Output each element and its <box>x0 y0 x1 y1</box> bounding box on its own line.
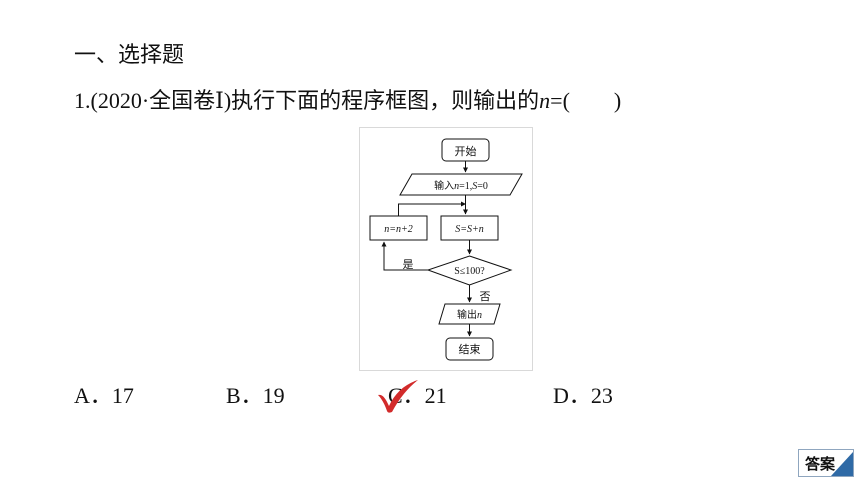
no-label: 否 <box>480 291 491 303</box>
option-a[interactable]: A．17 <box>74 383 134 408</box>
output-node <box>438 303 501 325</box>
corner-triangle-icon <box>831 452 853 476</box>
output-label: 输出n <box>457 308 482 321</box>
question-text: 1.(2020·全国卷Ⅰ)执行下面的程序框图，则输出的n=( ) <box>74 86 621 116</box>
end-label: 结束 <box>459 343 481 356</box>
section-title: 一、选择题 <box>74 42 185 67</box>
condition-label: S≤100? <box>454 266 485 277</box>
flowchart-figure: 开始 输入n=1,S=0 n=n+2 S=S+n S≤100? 是 否 输出n … <box>359 127 533 371</box>
question-suffix: =( ) <box>550 88 622 113</box>
answer-button[interactable]: 答案 <box>798 449 854 477</box>
option-b[interactable]: B．19 <box>226 383 285 408</box>
input-node <box>399 173 523 196</box>
answer-button-label: 答案 <box>805 455 836 473</box>
option-d[interactable]: D．23 <box>553 383 613 408</box>
update-n-label: n=n+2 <box>384 224 413 235</box>
flowchart-diagram: 开始 输入n=1,S=0 n=n+2 S=S+n S≤100? 是 否 输出n … <box>369 138 523 361</box>
question-variable: n <box>539 88 551 113</box>
start-label: 开始 <box>455 144 477 158</box>
update-s-label: S=S+n <box>455 224 484 235</box>
end-node <box>445 337 494 361</box>
checkmark-icon <box>378 380 418 413</box>
question-prefix: 1.(2020·全国卷Ⅰ)执行下面的程序框图，则输出的 <box>74 88 540 113</box>
input-label: 输入n=1,S=0 <box>434 179 488 192</box>
yes-label: 是 <box>403 258 414 271</box>
